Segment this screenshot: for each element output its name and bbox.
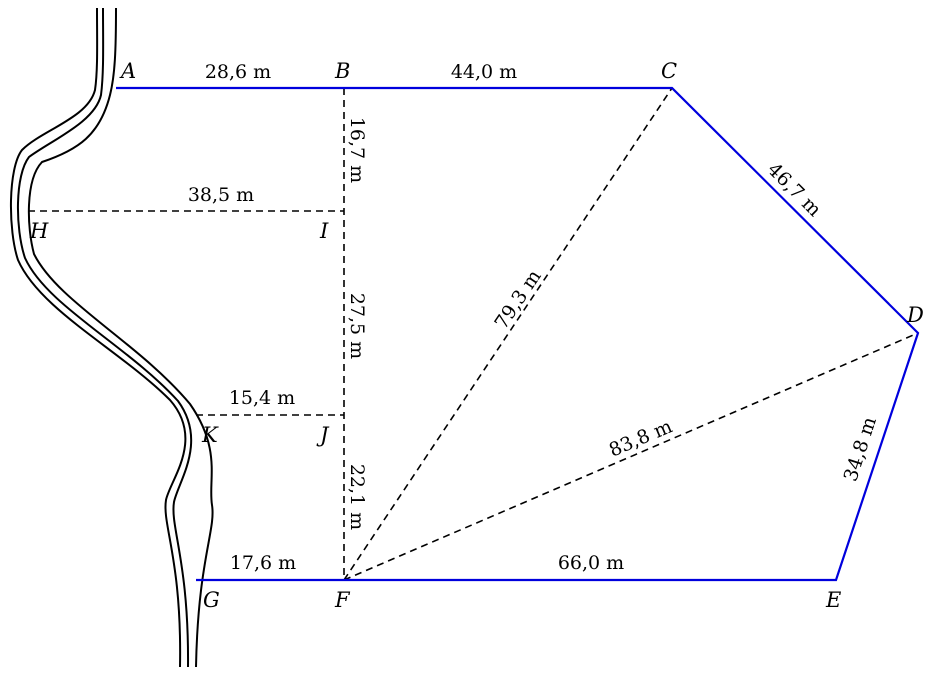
line-F-D — [343, 332, 919, 581]
point-label-I: I — [319, 219, 329, 243]
boundary — [116, 86, 920, 582]
point-label-E: E — [825, 588, 841, 612]
river-center-line — [16, 7, 193, 668]
point-label-G: G — [203, 588, 220, 612]
measure-BC: 44,0 m — [451, 61, 517, 83]
point-label-D: D — [906, 303, 924, 327]
measure-HI: 38,5 m — [188, 184, 254, 206]
construction-lines — [28, 87, 919, 581]
measure-FC: 79,3 m — [490, 266, 545, 333]
point-label-A: A — [119, 59, 136, 83]
boundary-A-B-C-D-E-F-G — [116, 86, 920, 582]
measure-DE: 34,8 m — [840, 414, 881, 484]
measurement-labels: 28,6 m 44,0 m 38,5 m 15,4 m 17,6 m 66,0 … — [188, 61, 881, 574]
measure-JF: 22,1 m — [346, 464, 368, 530]
point-label-C: C — [661, 59, 677, 83]
point-label-K: K — [201, 423, 219, 447]
point-label-H: H — [29, 219, 49, 243]
line-F-C — [343, 87, 673, 581]
point-labels: A B C D E F G H I J K — [29, 59, 924, 612]
measure-FE: 66,0 m — [558, 552, 624, 574]
measure-FD: 83,8 m — [606, 415, 676, 461]
point-label-B: B — [334, 59, 350, 83]
measure-BI: 16,7 m — [346, 117, 368, 183]
measure-GF: 17,6 m — [230, 552, 296, 574]
river-bank-right — [27, 7, 214, 668]
measure-AB: 28,6 m — [205, 61, 271, 83]
point-label-F: F — [334, 588, 351, 612]
point-label-J: J — [316, 423, 330, 447]
measure-KJ: 15,4 m — [229, 387, 295, 409]
river — [9, 7, 214, 668]
measure-IJ: 27,5 m — [346, 293, 368, 359]
measure-CD: 46,7 m — [763, 159, 825, 221]
river-bank-left — [9, 7, 187, 668]
